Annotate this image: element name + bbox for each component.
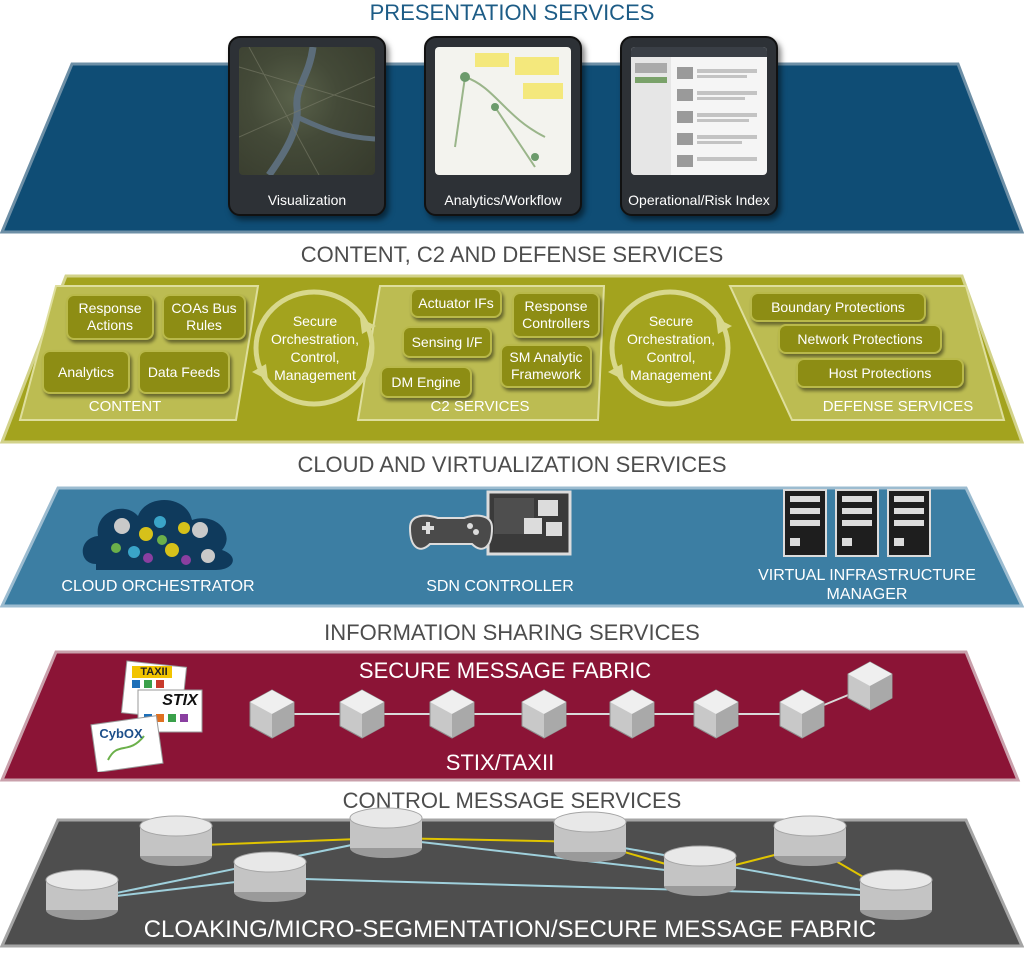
- sdn-controller-label: SDN CONTROLLER: [426, 578, 574, 595]
- workflow-graph-icon: [454, 53, 563, 168]
- data-feeds-box: Data Feeds: [138, 350, 230, 394]
- orchestration-cycle-icon: [608, 289, 732, 407]
- cloaking-fabric-label: CLOAKING/MICRO-SEGMENTATION/SECURE MESSA…: [143, 916, 877, 943]
- virtual-infrastructure-manager-label: VIRTUAL INFRASTRUCTURE MANAGER: [758, 567, 976, 603]
- threat-intel-logos: [90, 660, 203, 772]
- tablet-caption: Operational/Risk Index: [628, 192, 770, 208]
- cybox-logo-text: CybOX: [99, 726, 143, 741]
- info-sharing-title: INFORMATION SHARING SERVICES: [324, 620, 700, 645]
- actuator-ifs-box: Actuator IFs: [410, 288, 502, 318]
- coas-bus-rules-box: COAs Bus Rules: [162, 294, 246, 340]
- boundary-protections-box: Boundary Protections: [750, 292, 926, 322]
- control-node-drum: [45, 869, 119, 921]
- sensing-if-box: Sensing I/F: [402, 326, 492, 358]
- control-slab: [0, 818, 1024, 948]
- taxii-logo-text: TAXII: [140, 666, 168, 678]
- response-actions-box: Response Actions: [66, 294, 154, 340]
- cloud-orchestrator-label: CLOUD ORCHESTRATOR: [61, 578, 255, 595]
- analytics-box: Analytics: [42, 350, 130, 394]
- server-rack-icon: [783, 489, 931, 557]
- river-map-icon: [239, 47, 375, 175]
- sdn-controller-icon: [408, 490, 572, 556]
- workflow-screenshot: [435, 47, 571, 175]
- risk-index-screenshot: [631, 47, 767, 175]
- orchestration-label: Secure Orchestration, Control, Managemen…: [271, 313, 359, 383]
- sm-analytic-framework-box: SM Analytic Framework: [500, 344, 592, 388]
- feed-list-icon: [631, 47, 767, 175]
- control-node-drum: [663, 845, 737, 897]
- info-sharing-slab: [0, 650, 1021, 782]
- c2-group-label: C2 SERVICES: [430, 398, 530, 415]
- cloud-title: CLOUD AND VIRTUALIZATION SERVICES: [297, 452, 727, 477]
- risk-index-tablet: Operational/Risk Index: [620, 36, 778, 216]
- content-c2-title: CONTENT, C2 AND DEFENSE SERVICES: [300, 242, 724, 267]
- control-node-drum: [859, 869, 933, 921]
- stix-taxii-label: STIX/TAXII: [445, 750, 555, 775]
- orchestration-cycle-icon: [252, 289, 376, 407]
- tablet-caption: Visualization: [267, 192, 347, 208]
- host-protections-box: Host Protections: [796, 358, 964, 388]
- control-node-drum: [553, 811, 627, 863]
- analytics-workflow-tablet: Analytics/Workflow: [424, 36, 582, 216]
- server-icon: [783, 489, 827, 557]
- defense-group-label: DEFENSE SERVICES: [822, 398, 974, 415]
- secure-message-fabric-label: SECURE MESSAGE FABRIC: [358, 658, 652, 683]
- cloud-gears-icon: [82, 499, 233, 570]
- control-node-drum: [349, 807, 423, 859]
- dm-engine-box: DM Engine: [380, 366, 472, 398]
- response-controllers-box: Response Controllers: [512, 292, 600, 338]
- content-group-label: CONTENT: [88, 398, 162, 415]
- control-node-drum: [773, 815, 847, 867]
- server-icon: [887, 489, 931, 557]
- visualization-tablet: Visualization: [228, 36, 386, 216]
- orchestration-label: Secure Orchestration, Control, Managemen…: [627, 313, 715, 383]
- control-node-drum: [139, 815, 213, 867]
- tablet-caption: Analytics/Workflow: [444, 192, 562, 208]
- control-node-drum: [233, 851, 307, 903]
- stix-logo-text: STIX: [162, 692, 198, 709]
- presentation-services-title: PRESENTATION SERVICES: [369, 0, 655, 25]
- server-icon: [835, 489, 879, 557]
- map-screenshot: [239, 47, 375, 175]
- network-protections-box: Network Protections: [778, 324, 942, 354]
